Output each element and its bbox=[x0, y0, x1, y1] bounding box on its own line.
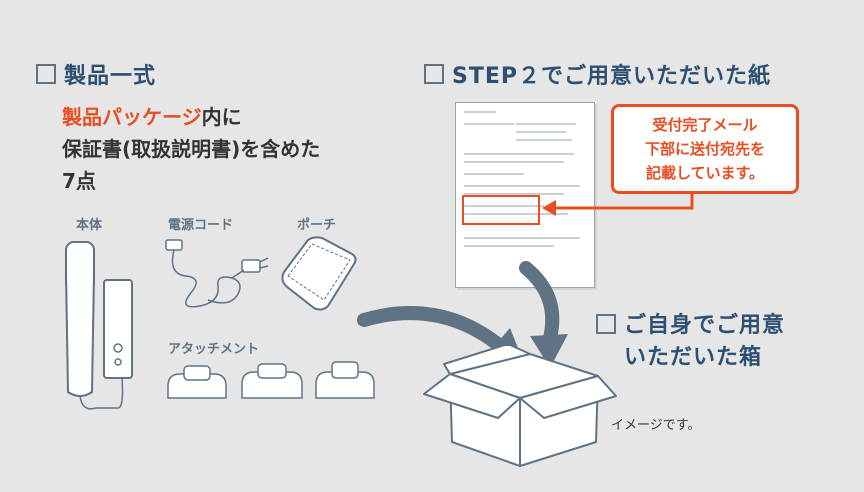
box-heading: ご自身でご用意 いただいた箱 bbox=[596, 310, 785, 374]
product-set-description: 製品パッケージ内に 保証書(取扱説明書)を含めた 7点 bbox=[62, 101, 422, 197]
label-pouch: ポーチ bbox=[297, 218, 337, 233]
label-power-cord: 電源コード bbox=[168, 218, 234, 233]
callout-pointer-arrow bbox=[542, 192, 694, 216]
box-title-line2: いただいた箱 bbox=[624, 345, 763, 370]
callout-line-1: 受付完了メール bbox=[652, 116, 758, 134]
intro-line3: 7点 bbox=[62, 169, 96, 193]
product-set-heading: 製品一式 bbox=[36, 58, 156, 90]
attachments-illustration bbox=[167, 361, 375, 399]
checkbox-icon bbox=[596, 314, 616, 334]
checkbox-icon bbox=[424, 64, 444, 84]
product-set-title: 製品一式 bbox=[64, 64, 157, 89]
image-note: イメージです。 bbox=[611, 418, 701, 433]
intro-line1-rest: 内に bbox=[201, 105, 242, 129]
label-main-unit: 本体 bbox=[76, 218, 103, 233]
label-attachment: アタッチメント bbox=[168, 342, 260, 357]
paper-heading: STEP２でご用意いただいた紙 bbox=[424, 58, 771, 90]
paper-title: STEP２でご用意いただいた紙 bbox=[452, 64, 772, 89]
pouch-illustration bbox=[281, 236, 357, 311]
address-callout: 受付完了メール 下部に送付宛先を 記載しています。 bbox=[611, 104, 799, 194]
printed-paper bbox=[455, 102, 595, 288]
power-cord-illustration bbox=[165, 239, 269, 308]
checkbox-icon bbox=[36, 64, 56, 84]
box-title-line1: ご自身でご用意 bbox=[624, 313, 786, 338]
main-unit-illustration bbox=[65, 241, 133, 410]
callout-line-2: 下部に送付宛先を bbox=[644, 140, 765, 158]
intro-line2: 保証書(取扱説明書)を含めた bbox=[62, 137, 321, 161]
intro-highlight: 製品パッケージ bbox=[62, 105, 202, 129]
box-illustration bbox=[423, 346, 617, 467]
address-highlight-box bbox=[462, 195, 540, 225]
callout-line-3: 記載しています。 bbox=[645, 164, 765, 182]
